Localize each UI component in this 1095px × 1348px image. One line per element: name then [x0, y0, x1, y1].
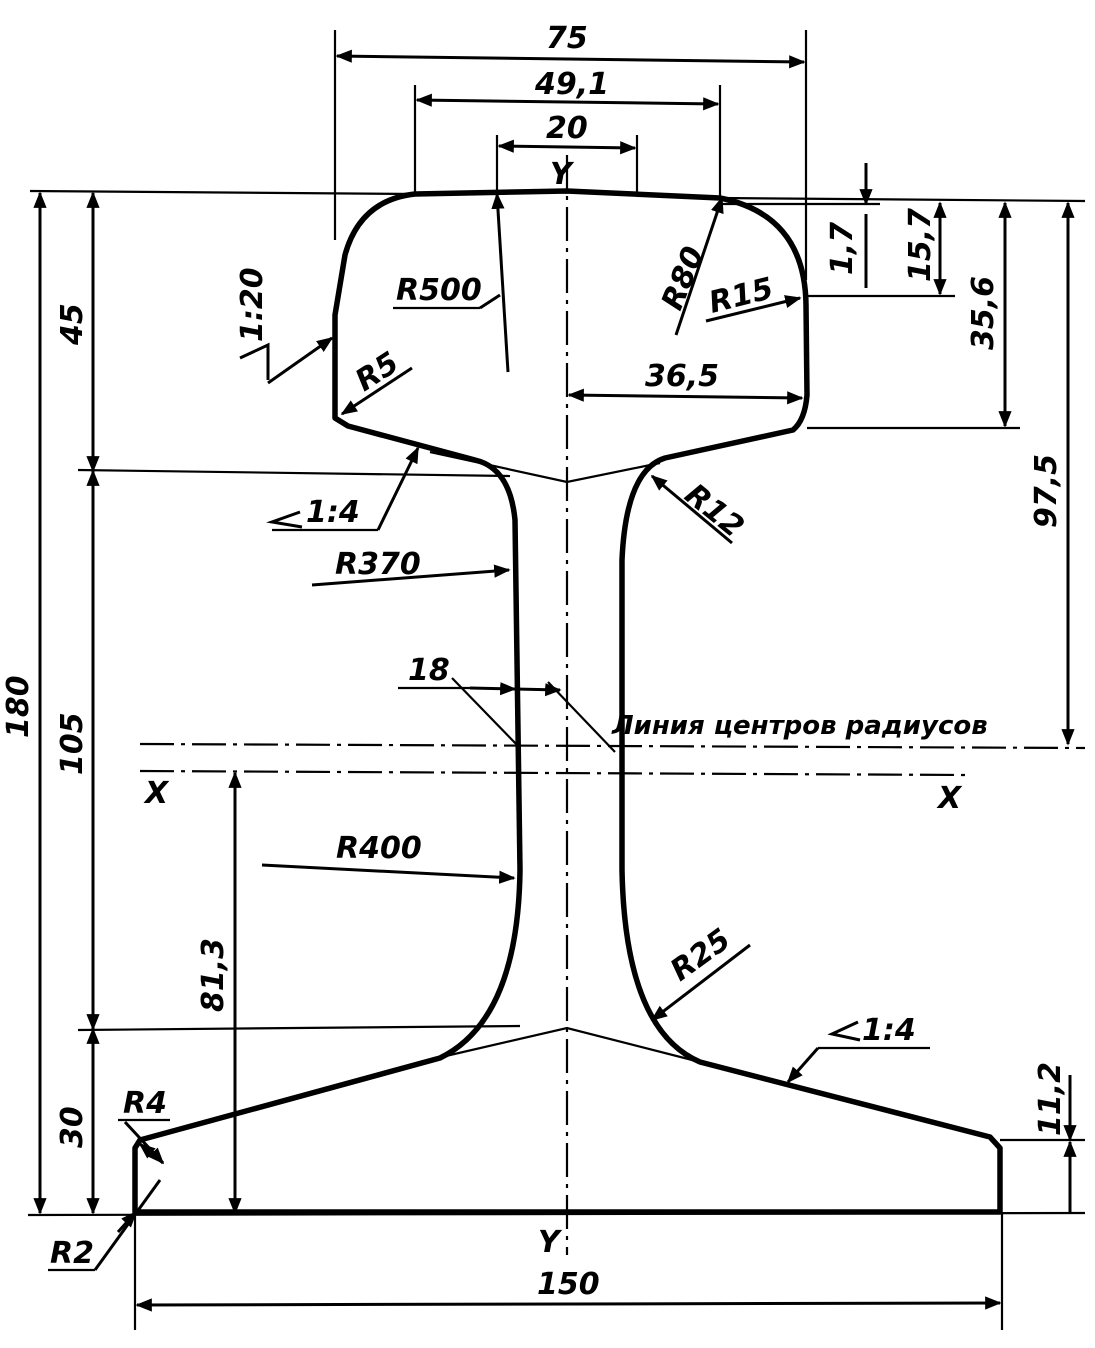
- dim-18-text: 18: [408, 653, 450, 688]
- rail-head-outline: [132, 188, 1003, 1215]
- r400-arrow: [261, 863, 516, 884]
- head-bottom-extension: [77, 468, 511, 478]
- top-extension: [29, 189, 416, 196]
- r400-text: R400: [336, 831, 422, 866]
- dim-180-text: 180: [1, 675, 36, 738]
- dim-150-text: 150: [537, 1267, 600, 1302]
- y-axis-label-bottom: Y: [538, 1225, 563, 1260]
- dim-20-line: [497, 139, 637, 155]
- dim-18-line: [469, 682, 517, 696]
- dim-15-7-text: 15,7: [903, 208, 938, 282]
- r370-arrow: [311, 564, 511, 587]
- dim-20-text: 20: [546, 111, 588, 146]
- dim-49-1-line: [415, 93, 720, 111]
- r5-arrow: [340, 366, 413, 416]
- dim-105-text: 105: [55, 712, 90, 775]
- top-extension-right: [719, 196, 1086, 203]
- r15-arrow: [705, 295, 802, 323]
- r5-text: R5: [349, 345, 405, 398]
- slope-1-4-head-text: 1:4: [306, 495, 360, 530]
- dim-18-diag-right: [547, 681, 616, 753]
- slope-1-4-head-leader: [376, 446, 420, 531]
- r80-arrow: [674, 196, 724, 336]
- r80-text: R80: [655, 242, 712, 315]
- r15-text: R15: [705, 271, 776, 321]
- axes: Y Y X X Линия центров радиусов: [139, 155, 1086, 1260]
- r2-text: R2: [50, 1236, 94, 1271]
- dim-49-1-text: 49,1: [534, 67, 609, 102]
- slope-1-4-foot-symbol: [827, 1020, 861, 1042]
- y-axis-label-top: Y: [550, 157, 575, 192]
- dimension-lines: 75 49,1 20 180 45 105 30 81,3 1,7 15,7 3…: [1, 21, 1077, 1312]
- dim-97-5-text: 97,5: [1029, 454, 1064, 528]
- x-axis-label-right: X: [936, 781, 963, 816]
- r12-text: R12: [678, 477, 750, 545]
- dim-81-3-text: 81,3: [196, 938, 231, 1012]
- radius-centers-note: Линия центров радиусов: [611, 711, 988, 741]
- radius-leaders: R500 R80 R15 R5 R12 R370 R400 R25 R4 R2: [48, 192, 802, 1272]
- r12-arrow: [650, 474, 733, 545]
- slope-1-20-text: 1:20: [235, 267, 270, 342]
- r370-text: R370: [335, 547, 421, 582]
- x-axis-label-left: X: [143, 776, 170, 811]
- r4-arrow: [138, 1142, 164, 1165]
- dim-18-line-right: [514, 683, 562, 697]
- dim-18-diag-left: [451, 677, 521, 749]
- slope-1-20-symbol: [239, 342, 270, 380]
- r2-arrow: [116, 1210, 138, 1234]
- slope-1-4-foot-leader: [786, 1047, 820, 1084]
- dim-1-7-text: 1,7: [825, 222, 860, 275]
- dim-36-5-line: [567, 388, 804, 405]
- slope-indicators: 1:20 1:4 1:4: [235, 267, 930, 1084]
- slope-1-4-foot-text: 1:4: [862, 1013, 916, 1048]
- r500-text: R500: [396, 273, 482, 308]
- foot-top-extension: [77, 1024, 521, 1032]
- r500-leader: [479, 293, 501, 310]
- base-extension: [27, 1211, 1086, 1217]
- dim-45-text: 45: [55, 303, 90, 346]
- r25-arrow: [650, 943, 751, 1022]
- dim-75-line: [335, 49, 806, 69]
- r4-text: R4: [123, 1086, 167, 1121]
- r2-leader: [93, 1179, 162, 1271]
- x-axis-line: [139, 769, 966, 777]
- r25-text: R25: [664, 922, 737, 988]
- dim-30-text: 30: [55, 1106, 90, 1148]
- dim-36-5-text: 36,5: [645, 359, 719, 394]
- radius-centers-line: [139, 742, 1086, 750]
- dim-150-line: [135, 1296, 1002, 1312]
- dim-11-2-text: 11,2: [1033, 1062, 1068, 1136]
- dim-35-6-text: 35,6: [966, 276, 1001, 350]
- slope-1-4-head-symbol: [266, 510, 303, 529]
- extension-lines: [27, 30, 1086, 1330]
- dim-75-text: 75: [546, 21, 588, 56]
- slope-1-20-leader: [267, 336, 334, 385]
- r500-arrow: [491, 192, 510, 373]
